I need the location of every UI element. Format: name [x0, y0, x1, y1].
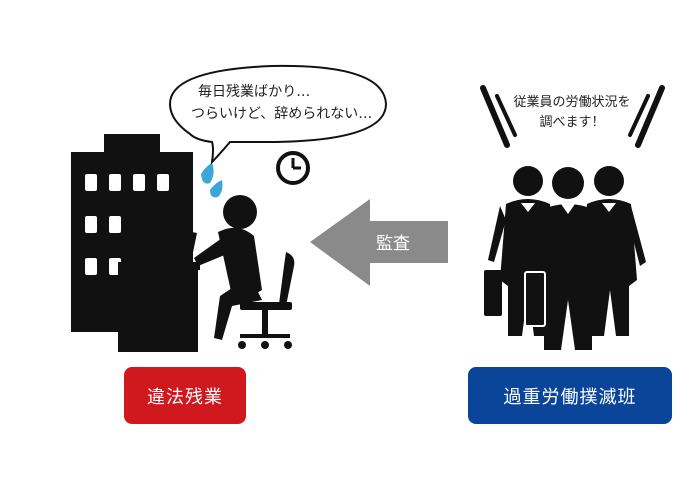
inspector-group: [484, 166, 646, 350]
inspectors-line-1: 従業員の労働状況を: [513, 94, 630, 110]
audit-arrow: 監査: [310, 199, 448, 286]
overwork-task-force-label: 過重労働撲滅班: [468, 367, 672, 424]
tired-worker: [194, 195, 295, 349]
speech-line-1: 毎日残業ばかり…: [198, 84, 310, 100]
desk: [118, 228, 200, 352]
inspectors-line-2: 調べます！: [539, 115, 604, 130]
illegal-overtime-label: 違法残業: [124, 367, 246, 424]
speech-bubble: 毎日残業ばかり… つらいけど、辞められない…: [168, 64, 388, 165]
inspectors-caption: 従業員の労働状況を 調べます！: [513, 94, 630, 130]
sweat-drops-icon: [201, 163, 223, 198]
speech-line-2: つらいけど、辞められない…: [191, 106, 372, 122]
audit-label: 監査: [376, 234, 410, 254]
emphasis-lines-icon: [480, 85, 665, 148]
clock-icon: [276, 151, 310, 185]
